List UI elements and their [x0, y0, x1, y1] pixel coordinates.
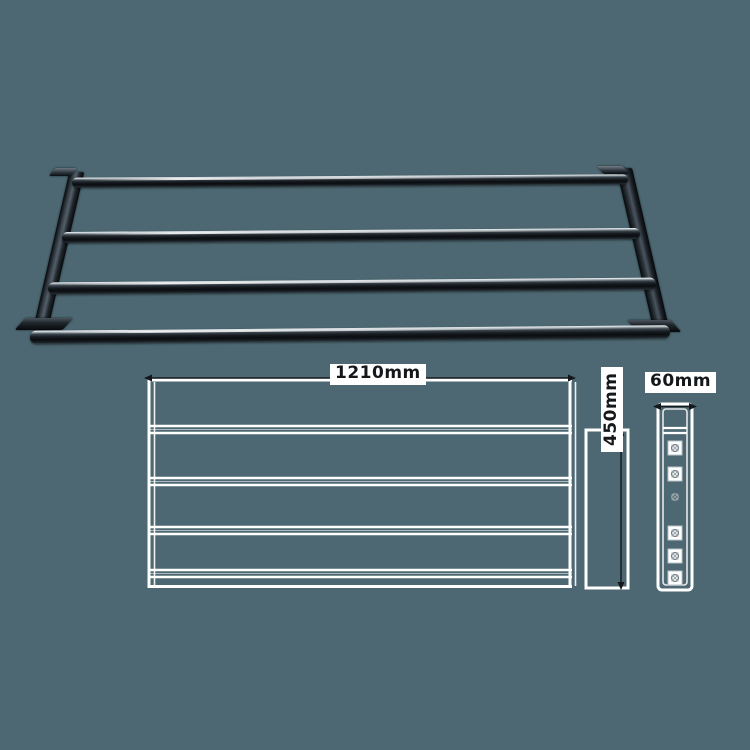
screw-hole [667, 525, 683, 541]
screw-hole [671, 493, 679, 501]
front-view-tubes [150, 424, 572, 579]
drawing-tube-2 [150, 476, 572, 487]
screw-hole [667, 548, 683, 564]
side-profile-bracket [656, 402, 694, 592]
bracket-left [34, 172, 85, 322]
bracket-right [616, 168, 668, 323]
rack-bar-3 [47, 277, 657, 295]
dimension-label-depth: 450mm [601, 366, 623, 452]
screw-hole [667, 466, 683, 482]
front-view-frame [147, 378, 577, 588]
dimension-label-width: 1210mm [330, 364, 426, 385]
bar-highlight [60, 278, 620, 286]
rack-bar-4 [29, 325, 671, 344]
screw-hole [667, 440, 683, 456]
product-photo-3d [0, 150, 750, 380]
drawing-tube-1 [150, 424, 572, 435]
bracket-right-top-cap [596, 166, 630, 174]
bar-highlight [42, 326, 632, 334]
screw-hole [667, 570, 683, 586]
drawing-tube-3 [150, 525, 572, 536]
dimension-label-bracket-width: 60mm [645, 372, 717, 393]
bar-highlight [73, 229, 606, 235]
depth-view-box [584, 428, 630, 590]
rack-bar-2 [61, 227, 641, 244]
bar-highlight [83, 175, 595, 181]
drawing-tube-4 [150, 568, 572, 579]
bracket-left-foot [14, 318, 74, 330]
rack-bar-1 [71, 174, 629, 188]
